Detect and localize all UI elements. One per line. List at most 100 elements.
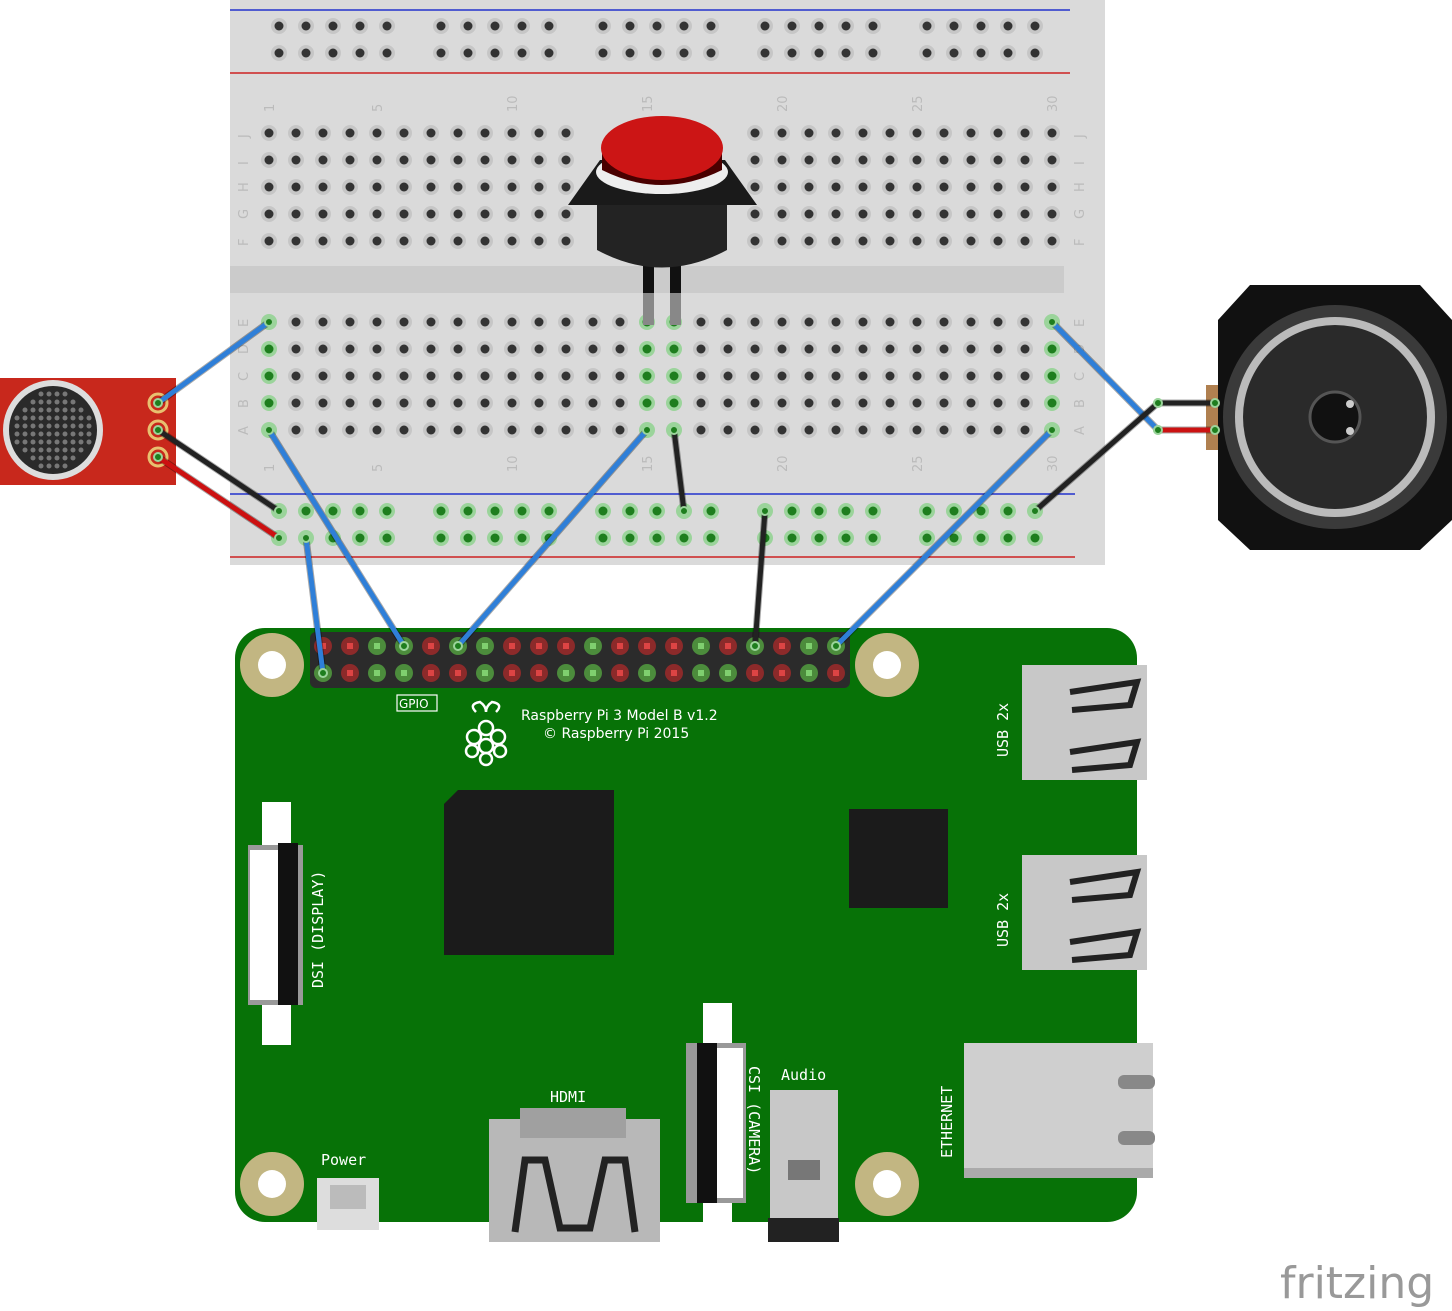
wire-end[interactable] [153,452,163,462]
hole-center [868,506,878,516]
mic-grille-hole [38,431,44,437]
hole-center [453,236,463,246]
hole-center [706,48,716,58]
row-label: C [237,372,252,381]
wire-end[interactable] [1210,398,1220,408]
hole-center [696,317,706,327]
gpio-pin-pad [347,670,353,676]
raspberry-logo-icon [464,700,508,767]
wire-end[interactable] [750,641,760,651]
jumper-wire[interactable] [155,319,272,406]
jumper-wire[interactable] [752,508,768,649]
column-label: 5 [371,464,386,472]
wire-end[interactable] [1047,425,1057,435]
mic-grille-hole [54,431,60,437]
wire-end[interactable] [831,641,841,651]
hole-center [1020,344,1030,354]
mic-grille-hole [78,415,84,421]
mic-grille-hole [46,439,52,445]
hole-center [561,398,571,408]
hole-center [669,371,679,381]
mic-grille-hole [86,415,92,421]
column-label: 20 [776,455,791,472]
jumper-wire[interactable] [1049,319,1161,433]
mic-grille-hole [78,447,84,453]
row-label: F [237,239,252,246]
hole-center [345,317,355,327]
wire-end[interactable] [318,668,328,678]
wire-end[interactable] [453,641,463,651]
hole-center [912,371,922,381]
mic-grille-hole [38,399,44,405]
wire-end[interactable] [274,506,284,516]
wire-end[interactable] [1047,317,1057,327]
jumper-wire[interactable] [833,427,1055,649]
jumper-wire[interactable] [1032,400,1161,514]
hole-center [507,155,517,165]
mic-grille-hole [62,423,68,429]
hole-center [291,371,301,381]
hole-center [939,344,949,354]
gpio-pin-pad [752,670,758,676]
column-label: 10 [506,455,521,472]
jumper-wire[interactable] [303,535,326,676]
breadboard: JJIIHHGGFFEEDDCCBBAA11551010151520202525… [230,0,1105,565]
gpio-pin-pad [779,643,785,649]
jumper-wire[interactable] [671,427,687,514]
hole-center [480,344,490,354]
mic-grille-hole [86,431,92,437]
wire-end[interactable] [1153,425,1163,435]
hole-center [777,209,787,219]
microphone-module [0,378,176,485]
hole-center [507,182,517,192]
wire-end[interactable] [153,425,163,435]
row-label: C [1073,372,1088,381]
mic-grille-hole [46,399,52,405]
wire-end[interactable] [1210,425,1220,435]
hole-center [858,425,868,435]
wire-end[interactable] [264,425,274,435]
hole-center [922,48,932,58]
hole-center [561,128,571,138]
mic-grille-hole [30,439,36,445]
hole-center [787,48,797,58]
hole-center [1047,155,1057,165]
wire-end[interactable] [274,533,284,543]
wire-end[interactable] [301,533,311,543]
jumper-wire[interactable] [455,427,650,649]
hole-center [804,236,814,246]
wire-end[interactable] [1153,398,1163,408]
wire-end[interactable] [669,425,679,435]
hole-center [885,182,895,192]
jumper-wire[interactable] [155,454,282,541]
hole-center [345,182,355,192]
mic-grille-hole [54,407,60,413]
row-label: H [237,182,252,192]
jumper-wire[interactable] [266,427,407,649]
gpio-pin-pad [698,643,704,649]
hole-center [858,317,868,327]
jumper-wire[interactable] [155,427,282,514]
wire-end[interactable] [760,506,770,516]
micro-usb-power-port [317,1178,379,1230]
wire-end[interactable] [1030,506,1040,516]
wire-end[interactable] [399,641,409,651]
hole-center [706,506,716,516]
hole-center [328,21,338,31]
hole-center [922,533,932,543]
wire-end[interactable] [264,317,274,327]
hole-center [291,155,301,165]
wire-end[interactable] [642,425,652,435]
hole-center [642,371,652,381]
hole-center [598,21,608,31]
wire-end[interactable] [153,398,163,408]
gpio-pin-pad [536,643,542,649]
mic-grille-hole [30,407,36,413]
hole-center [922,21,932,31]
mic-grille-hole [38,447,44,453]
hole-center [787,506,797,516]
push-button[interactable] [568,116,757,325]
hole-center [345,344,355,354]
hole-center [976,21,986,31]
wire-end[interactable] [679,506,689,516]
